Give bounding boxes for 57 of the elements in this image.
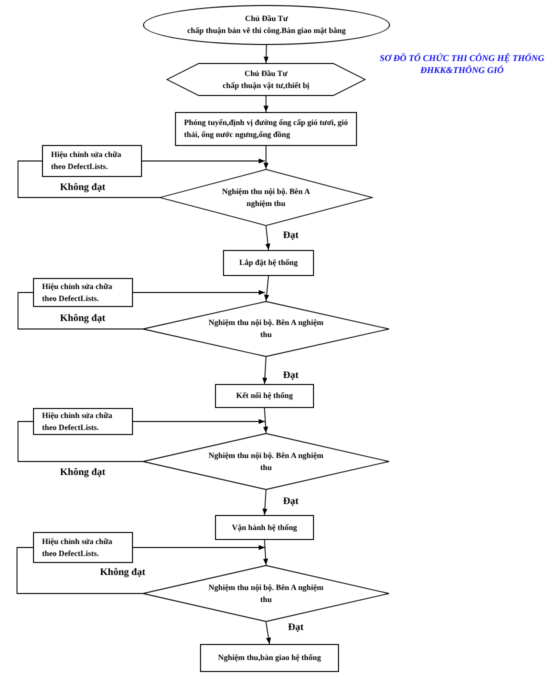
- node-text: Nghiệm thu nội bộ. Bên A nghiệm thu: [208, 450, 324, 474]
- arrow: [266, 622, 271, 644]
- arrow: [265, 226, 270, 250]
- process-box: [223, 250, 314, 276]
- arrow: [264, 44, 269, 64]
- diagram-title: SƠ ĐỒ TỔ CHỨC THI CÔNG HỆ THỐNG ĐHKK&THÔNG GIÓ: [378, 53, 546, 76]
- edge-label: Đạt: [283, 370, 299, 381]
- process-box: [215, 515, 314, 540]
- process-box: [175, 112, 357, 146]
- edge-label: Không đạt: [60, 313, 106, 324]
- node-text: Hiệu chỉnh sửa chữa theo DefectLists.: [42, 536, 114, 560]
- node-text: Hiệu chỉnh sửa chữa theo DefectLists.: [42, 280, 114, 304]
- edge-label: Không đạt: [100, 567, 146, 578]
- decision-diamond: [143, 433, 389, 490]
- connector-line: [18, 421, 144, 462]
- node-text: Kết nối hệ thống: [236, 390, 293, 402]
- node-text: Chủ Đầu Tư: [245, 13, 288, 25]
- edge-label: Đạt: [283, 230, 299, 241]
- node-text: chấp thuận bản vẽ thi công.Bàn giao mặt bằng: [187, 25, 346, 37]
- process-box: [33, 408, 133, 435]
- arrow: [263, 146, 269, 170]
- process-box: [42, 145, 142, 177]
- arrow: [132, 290, 266, 296]
- node-text: Nghiệm thu nội bộ. Bên A nghiệm thu: [208, 317, 324, 341]
- arrow: [132, 418, 266, 424]
- arrow: [263, 408, 268, 434]
- arrow: [263, 96, 269, 112]
- edge-label: Không đạt: [60, 182, 106, 193]
- connector-line: [16, 547, 144, 594]
- node-text: Phóng tuyến,định vị đường ống cấp gió tươi, gió thải, ống nước ngưng,ống đồng: [184, 117, 349, 141]
- edge-label: Đạt: [288, 622, 304, 633]
- node-text: Chủ Đầu Tư: [244, 68, 288, 80]
- node-text: Hiệu chỉnh sửa chữa theo DefectLists.: [51, 149, 122, 173]
- arrow: [132, 544, 266, 550]
- edge-label: Đạt: [283, 496, 299, 507]
- node-text: Lắp đặt hệ thống: [239, 257, 298, 269]
- process-box: [33, 278, 133, 307]
- hexagon-box: [167, 63, 365, 96]
- decision-diamond: [160, 169, 372, 226]
- process-box: [33, 532, 133, 563]
- node-text: Hiệu chỉnh sửa chữa theo DefectLists.: [42, 410, 114, 434]
- decision-diamond: [143, 301, 389, 357]
- arrow: [263, 540, 268, 566]
- process-box: [215, 384, 314, 408]
- arrow: [264, 276, 270, 302]
- node-text: Vận hành hệ thống: [232, 522, 298, 534]
- connector-line: [18, 292, 144, 330]
- connector-line: [18, 160, 160, 198]
- arrow: [142, 158, 266, 164]
- node-text: Nghiệm thu,bàn giao hệ thống: [218, 652, 321, 664]
- node-text: Nghiệm thu nội bộ. Bên A nghiệm thu: [220, 186, 312, 210]
- arrow: [262, 490, 268, 516]
- edge-label: Không đạt: [60, 467, 106, 478]
- node-text: chấp thuận vật tư,thiết bị: [222, 80, 310, 92]
- node-text: Nghiệm thu nội bộ. Bên A nghiệm thu: [208, 582, 324, 606]
- arrow: [262, 356, 268, 384]
- process-box: [200, 644, 339, 672]
